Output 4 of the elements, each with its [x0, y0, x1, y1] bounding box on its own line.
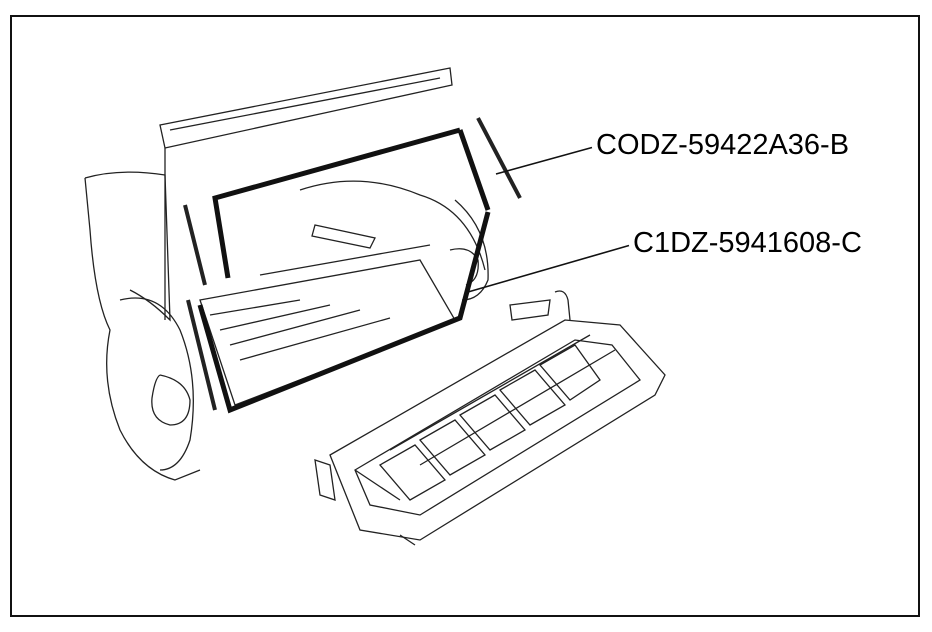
- part-number: C1DZ-5941608-C: [633, 229, 862, 258]
- part-number: CODZ-59422A36-B: [596, 131, 850, 160]
- leader-line: [468, 244, 630, 293]
- leader-line: [496, 146, 592, 175]
